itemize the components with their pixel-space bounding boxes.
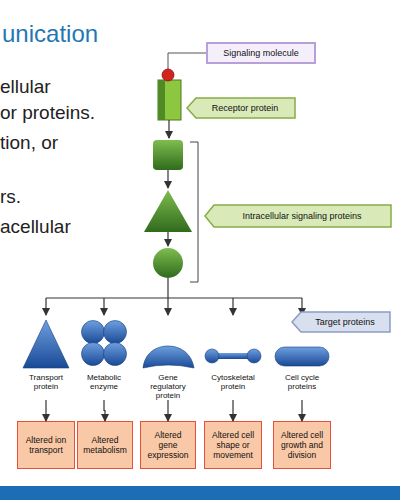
- node-text: Altered gene expression: [141, 430, 195, 460]
- slide-title: unication: [2, 20, 98, 48]
- label-outline: [205, 205, 391, 227]
- branch-line: [167, 278, 168, 298]
- target-protein: Metabolic enzyme: [75, 316, 133, 400]
- callout-label: Receptor protein: [186, 97, 296, 119]
- node-text: Altered ion transport: [18, 435, 74, 455]
- effect-arrow: [232, 400, 233, 421]
- protein-shape: [205, 349, 219, 363]
- branch-arrow: [103, 298, 104, 315]
- chain-arrow: [168, 120, 169, 138]
- target-protein: Gene regulatory protein: [139, 316, 197, 400]
- branch-arrow: [167, 298, 168, 315]
- bullet-fragment: ellular: [0, 76, 51, 98]
- signal-triangle: [144, 190, 192, 232]
- receptor-membrane-part: [158, 80, 165, 120]
- effect-arrow: [167, 400, 168, 421]
- node-text: Cell cycle proteins: [273, 373, 331, 391]
- node-text: Signaling molecule: [221, 48, 301, 59]
- node-text: Altered cell growth and division: [274, 430, 330, 460]
- bullet-fragment: acellular: [0, 216, 71, 238]
- protein-shape: [275, 347, 329, 366]
- bracket: [190, 142, 198, 282]
- leader-line: [168, 53, 206, 70]
- signal-circle: [153, 248, 183, 278]
- protein-shape: [82, 321, 105, 344]
- node-text: Target proteins: [305, 317, 377, 328]
- label-outline: [292, 312, 390, 332]
- node-text: Metabolic enzyme: [75, 373, 133, 391]
- outcome-box: Altered gene expression: [140, 421, 196, 469]
- protein-shape: [104, 343, 127, 366]
- branch-arrow: [232, 298, 233, 315]
- outcome-box: Altered metabolism: [77, 421, 133, 469]
- node-text: Intracellular signaling proteins: [232, 211, 363, 222]
- callout-label: Signaling molecule: [206, 42, 316, 64]
- branch-line: [46, 297, 302, 298]
- node-text: Cytoskeletal protein: [204, 373, 262, 391]
- node-text: Receptor protein: [202, 103, 281, 114]
- protein-shape: [104, 321, 127, 344]
- protein-shape: [23, 320, 69, 368]
- footer-bar: [0, 486, 400, 500]
- node-text: Transport protein: [17, 373, 75, 391]
- label-outline: [187, 98, 295, 118]
- effect-arrow: [104, 400, 105, 421]
- node-text: Gene regulatory protein: [139, 373, 197, 400]
- bullet-fragment: tion, or: [0, 132, 58, 154]
- branch-arrow: [45, 298, 46, 315]
- node-text: Altered cell shape or movement: [205, 430, 261, 460]
- signal-ball: [162, 69, 174, 81]
- chain-arrow: [167, 170, 168, 188]
- protein-shape: [82, 343, 105, 366]
- protein-outline: [17, 316, 75, 370]
- outcome-box: Altered ion transport: [17, 421, 75, 469]
- outcome-box: Altered cell growth and division: [273, 421, 331, 469]
- node-text: Altered metabolism: [78, 435, 132, 455]
- protein-outline: [139, 316, 197, 370]
- signal-square: [153, 140, 183, 170]
- receptor-symbol: [158, 80, 181, 120]
- protein-outline: [204, 316, 262, 370]
- effect-arrow: [301, 400, 302, 421]
- callout-label: Intracellular signaling proteins: [204, 204, 392, 228]
- target-protein: Cytoskeletal protein: [204, 316, 262, 400]
- protein-shape: [143, 346, 194, 368]
- protein-outline: [273, 316, 331, 370]
- target-protein: Cell cycle proteins: [273, 316, 331, 400]
- bullet-fragment: rs.: [0, 186, 21, 208]
- outcome-box: Altered cell shape or movement: [204, 421, 262, 469]
- effect-arrow: [45, 400, 46, 421]
- protein-outline: [75, 316, 133, 370]
- chain-arrow: [167, 232, 168, 246]
- bullet-fragment: or proteins.: [0, 102, 95, 124]
- protein-shape: [247, 349, 261, 363]
- target-protein: Transport protein: [17, 316, 75, 400]
- callout-label: Target proteins: [291, 311, 391, 333]
